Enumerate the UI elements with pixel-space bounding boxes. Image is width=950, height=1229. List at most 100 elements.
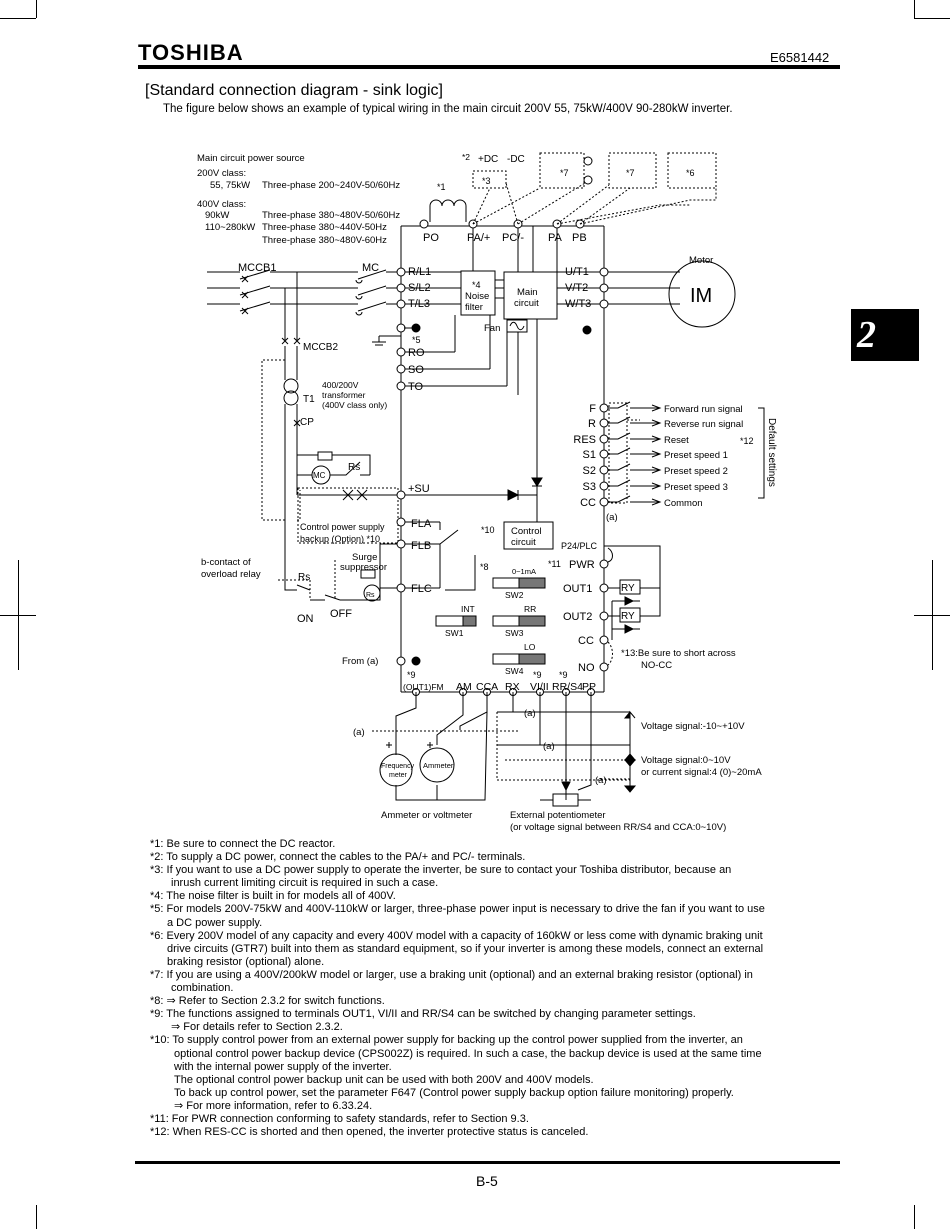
bottom-terminal-label: PP bbox=[582, 681, 596, 693]
switch-sw3 bbox=[492, 615, 546, 627]
input-function-label: Preset speed 3 bbox=[664, 482, 728, 493]
main-circuit-label2: circuit bbox=[514, 298, 539, 309]
note-5: *5 bbox=[412, 335, 421, 345]
input-function-label: Reverse run signal bbox=[664, 419, 743, 430]
fan-icon bbox=[506, 319, 528, 333]
internal-wires bbox=[405, 226, 558, 488]
input-switch bbox=[608, 416, 640, 424]
footnote-line: with the internal power supply of the in… bbox=[174, 1060, 392, 1073]
footnote-line: ⇒ For more information, refer to 6.33.24… bbox=[174, 1099, 373, 1112]
note-3: *3 bbox=[482, 176, 491, 186]
control-circuit-label2: circuit bbox=[511, 537, 536, 548]
freq-meter-label2: meter bbox=[389, 772, 408, 779]
bottom-terminal-label: (OUT1)FM bbox=[403, 682, 444, 692]
connection-diagram: Main circuit power source 200V class: 55… bbox=[197, 152, 777, 833]
footnote-line: *11: For PWR connection conforming to sa… bbox=[150, 1112, 529, 1125]
crop-mark bbox=[914, 615, 950, 616]
mccb1-label: MCCB1 bbox=[238, 262, 277, 274]
sw4-lo: LO bbox=[524, 642, 536, 652]
footnote-line: *1: Be sure to connect the DC reactor. bbox=[150, 838, 336, 850]
potentiometer-label: External potentiometer bbox=[510, 810, 606, 821]
input-a-label: (a) bbox=[606, 512, 618, 523]
input-terminal-label: S1 bbox=[583, 449, 596, 461]
terminal-cc-2: CC bbox=[578, 635, 594, 647]
control-circuit-label1: Control bbox=[511, 526, 542, 537]
dc-option-terminals bbox=[583, 156, 593, 185]
mc-label: MC bbox=[362, 262, 379, 274]
backup-line bbox=[297, 477, 543, 544]
relay-ry-1: RY bbox=[621, 583, 635, 594]
input-switch bbox=[608, 432, 640, 440]
terminal-p24plc: P24/PLC bbox=[561, 541, 598, 551]
footnotes: *1: Be sure to connect the DC reactor.*2… bbox=[150, 838, 840, 1139]
input-terminal-label: F bbox=[589, 403, 596, 415]
terminal-su: +SU bbox=[408, 483, 430, 495]
signal-arrow bbox=[640, 435, 662, 443]
voltage-signal-1: Voltage signal:-10~+10V bbox=[641, 721, 745, 732]
control-circuit-box bbox=[445, 521, 554, 591]
terminal-out2: OUT2 bbox=[563, 611, 592, 623]
section-title: [Standard connection diagram - sink logi… bbox=[145, 82, 443, 99]
control-power-branch bbox=[281, 272, 408, 565]
terminal-wt3: W/T3 bbox=[565, 298, 591, 310]
default-settings-label: Default settings bbox=[766, 418, 777, 487]
spec-110-a: Three-phase 380~440V-50Hz bbox=[262, 222, 387, 233]
input-switch bbox=[608, 447, 640, 455]
signal-a-label2: (a) bbox=[543, 741, 555, 752]
class-200: 200V class: bbox=[197, 168, 246, 179]
signal-a-label1: (a) bbox=[524, 708, 536, 719]
footnote-line: *3: If you want to use a DC power supply… bbox=[150, 864, 732, 877]
terminal-pa: PA bbox=[548, 232, 563, 244]
input-terminal-dot bbox=[599, 497, 609, 507]
cp-label: CP bbox=[300, 417, 314, 428]
note-7b: *7 bbox=[626, 168, 635, 178]
terminal-ut1: U/T1 bbox=[565, 266, 589, 278]
b-contact-label2: overload relay bbox=[201, 569, 261, 580]
input-terminal-dot bbox=[599, 449, 609, 459]
terminal-to: TO bbox=[408, 381, 424, 393]
terminal-fla: FLA bbox=[411, 518, 432, 530]
bottom-terminal-label: CCA bbox=[476, 681, 498, 693]
note-4: *4 bbox=[472, 280, 481, 290]
relay-ry-2: RY bbox=[621, 611, 635, 622]
sw3-rr: RR bbox=[524, 604, 536, 614]
input-switch bbox=[608, 463, 640, 471]
input-function-label: Preset speed 1 bbox=[664, 450, 728, 461]
footnote-line: The optional control power backup unit c… bbox=[174, 1073, 594, 1086]
noise-filter-label1: Noise bbox=[465, 291, 489, 302]
terminal-flc: FLC bbox=[411, 583, 432, 595]
output-terminals-right bbox=[599, 545, 661, 672]
spec-110-b: Three-phase 380~480V-60Hz bbox=[262, 235, 387, 246]
input-terminals bbox=[396, 267, 406, 309]
input-terminal-dot bbox=[599, 481, 609, 491]
motor-icon bbox=[668, 260, 736, 328]
motor-label: Motor bbox=[689, 255, 713, 266]
footnote-line: *5: For models 200V-75kW and 400V-110kW … bbox=[150, 903, 765, 916]
note-7a: *7 bbox=[560, 168, 569, 178]
crop-mark bbox=[36, 0, 37, 18]
bottom-terminal-label: RX bbox=[505, 681, 520, 693]
signal-a-label3: (a) bbox=[595, 775, 607, 786]
terminal-po: PO bbox=[423, 232, 439, 244]
meter-a-label: (a) bbox=[353, 727, 365, 738]
input-terminal-dot bbox=[599, 403, 609, 413]
noise-filter bbox=[460, 270, 504, 316]
footnote-line: *10: To supply control power from an ext… bbox=[150, 1034, 743, 1047]
default-settings-bracket bbox=[758, 407, 765, 499]
rs-label: Rs bbox=[348, 462, 360, 473]
footer-rule bbox=[135, 1161, 840, 1164]
note-10: *10 bbox=[481, 525, 495, 535]
footnote-line: optional control power backup device (CP… bbox=[174, 1047, 762, 1060]
spec-90: Three-phase 380~480V-50/60Hz bbox=[262, 210, 400, 221]
sw3-label: SW3 bbox=[505, 628, 524, 638]
backup-label1: Control power supply bbox=[300, 522, 385, 532]
note-9a: *9 bbox=[407, 670, 416, 680]
terminal-tl3: T/L3 bbox=[408, 298, 430, 310]
from-a-ground bbox=[396, 656, 421, 666]
sw2-label: SW2 bbox=[505, 590, 524, 600]
dc-options bbox=[472, 152, 717, 225]
input-terminal-label: RES bbox=[573, 434, 596, 446]
signal-arrow bbox=[640, 419, 662, 427]
